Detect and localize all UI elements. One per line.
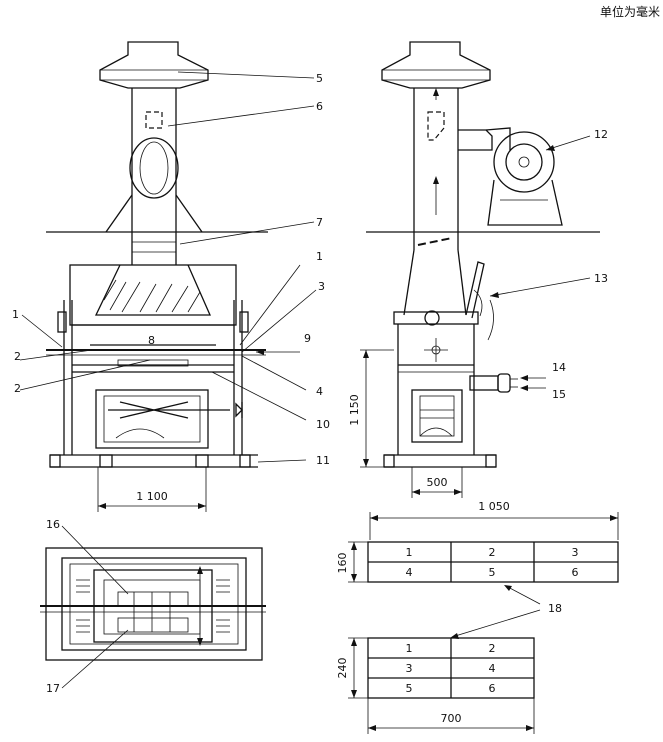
callout-18-leaders	[450, 585, 541, 639]
callout-label: 15	[552, 388, 566, 401]
plan-view	[40, 525, 266, 689]
callout-label: 2	[14, 350, 21, 363]
front-callouts	[19, 71, 317, 463]
side-callouts	[489, 135, 591, 391]
grid-b: 240 700 1 2 3 4 5 6	[336, 637, 535, 734]
dim-side-height: 1 150	[348, 394, 361, 426]
grid-a-cell: 4	[406, 566, 413, 579]
grid-b-cell: 2	[489, 642, 496, 655]
callout-label: 2	[14, 382, 21, 395]
side-view: 1 150 500	[348, 41, 600, 498]
callout-labels: 1 1 2 2 3 4 5 6 7 8 9 10 11 12 13 14 15 …	[12, 72, 608, 695]
grid-b-cell: 5	[406, 682, 413, 695]
dim-side-base: 500	[427, 476, 448, 489]
dim-table1-height: 160	[336, 553, 349, 574]
dim-table1-width: 1 050	[478, 500, 510, 513]
callout-label: 3	[318, 280, 325, 293]
grid-b-cell: 1	[406, 642, 413, 655]
dim-table2-height: 240	[336, 658, 349, 679]
callout-label: 10	[316, 418, 330, 431]
grid-a-cell: 6	[572, 566, 579, 579]
grid-b-cell: 4	[489, 662, 496, 675]
callout-label: 5	[316, 72, 323, 85]
callout-label: 1	[12, 308, 19, 321]
callout-label: 13	[594, 272, 608, 285]
callout-label: 6	[316, 100, 323, 113]
grid-a: 1 050 160 1 2 3 4 5 6	[336, 500, 619, 583]
dim-front-width: 1 100	[136, 490, 168, 503]
callout-label: 11	[316, 454, 330, 467]
dim-table2-width: 700	[441, 712, 462, 725]
grid-a-cell: 1	[406, 546, 413, 559]
callout-label: 7	[316, 216, 323, 229]
callout-label: 12	[594, 128, 608, 141]
callout-label: 4	[316, 385, 323, 398]
grid-b-cell: 6	[489, 682, 496, 695]
callout-label: 8	[148, 334, 155, 347]
grid-a-cell: 2	[489, 546, 496, 559]
callout-label: 14	[552, 361, 566, 374]
callout-label: 16	[46, 518, 60, 531]
front-view: 1 100	[46, 41, 268, 512]
callout-label: 9	[304, 332, 311, 345]
callout-label: 18	[548, 602, 562, 615]
grid-b-cell: 3	[406, 662, 413, 675]
callout-label: 17	[46, 682, 60, 695]
unit-note: 单位为毫米	[600, 4, 660, 19]
grid-a-cell: 5	[489, 566, 496, 579]
callout-label: 1	[316, 250, 323, 263]
grid-a-cell: 3	[572, 546, 579, 559]
